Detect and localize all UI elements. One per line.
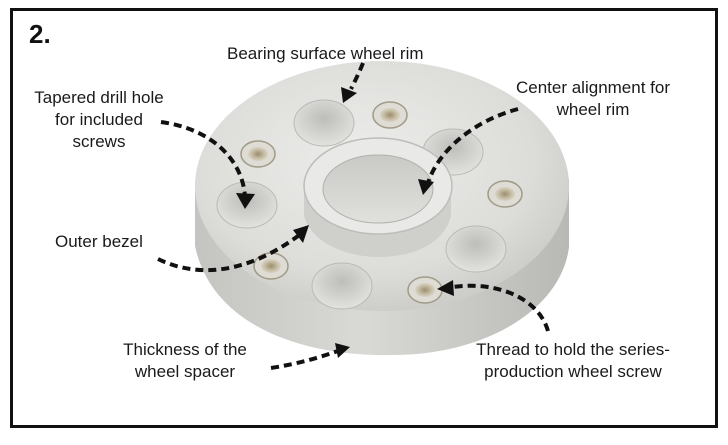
arrow-thickness bbox=[270, 349, 339, 370]
through-hole bbox=[311, 262, 373, 310]
label-thread-line2: production wheel screw bbox=[484, 362, 662, 381]
threaded-hole bbox=[407, 276, 443, 304]
label-tapered-drill-line2: for included bbox=[55, 110, 143, 129]
diagram-frame: 2. bbox=[10, 8, 718, 428]
center-bore bbox=[322, 154, 434, 224]
arrow-bearing-surface bbox=[349, 62, 365, 90]
label-tapered-drill-line3: screws bbox=[72, 132, 126, 151]
threaded-hole bbox=[372, 101, 408, 129]
callout-arrows bbox=[157, 62, 550, 370]
arrowheads bbox=[236, 87, 454, 358]
arrowhead-center-alignment bbox=[418, 179, 434, 195]
label-thickness-line1: Thickness of the bbox=[123, 340, 247, 359]
through-hole bbox=[293, 99, 355, 147]
label-center-alignment: Center alignment for wheel rim bbox=[493, 77, 693, 121]
threaded-hole bbox=[240, 140, 276, 168]
arrowhead-thread bbox=[437, 280, 454, 296]
label-tapered-drill-line1: Tapered drill hole bbox=[34, 88, 164, 107]
arrow-outer-bezel bbox=[157, 234, 300, 273]
label-outer-bezel: Outer bezel bbox=[55, 232, 143, 251]
label-bearing-surface: Bearing surface wheel rim bbox=[227, 44, 424, 63]
arrowhead-thickness bbox=[335, 343, 350, 358]
wheel-spacer-diagram bbox=[157, 61, 569, 370]
label-thickness-line2: wheel spacer bbox=[134, 362, 236, 381]
arrowhead-tapered-drill bbox=[236, 193, 255, 209]
label-thickness: Thickness of the wheel spacer bbox=[105, 339, 265, 383]
through-hole bbox=[445, 225, 507, 273]
step-number: 2. bbox=[29, 19, 51, 49]
arrowhead-outer-bezel bbox=[293, 225, 309, 243]
label-tapered-drill: Tapered drill hole for included screws bbox=[19, 87, 179, 153]
label-center-alignment-line2: wheel rim bbox=[556, 100, 630, 119]
arrow-center-alignment bbox=[426, 107, 519, 184]
arrowhead-bearing-surface bbox=[341, 87, 357, 103]
label-thread-line1: Thread to hold the series- bbox=[476, 340, 670, 359]
arrow-tapered-drill bbox=[160, 120, 247, 198]
arrow-thread bbox=[452, 283, 550, 332]
label-center-alignment-line1: Center alignment for bbox=[515, 78, 671, 97]
threaded-hole bbox=[487, 180, 523, 208]
label-thread: Thread to hold the series- production wh… bbox=[453, 339, 693, 383]
